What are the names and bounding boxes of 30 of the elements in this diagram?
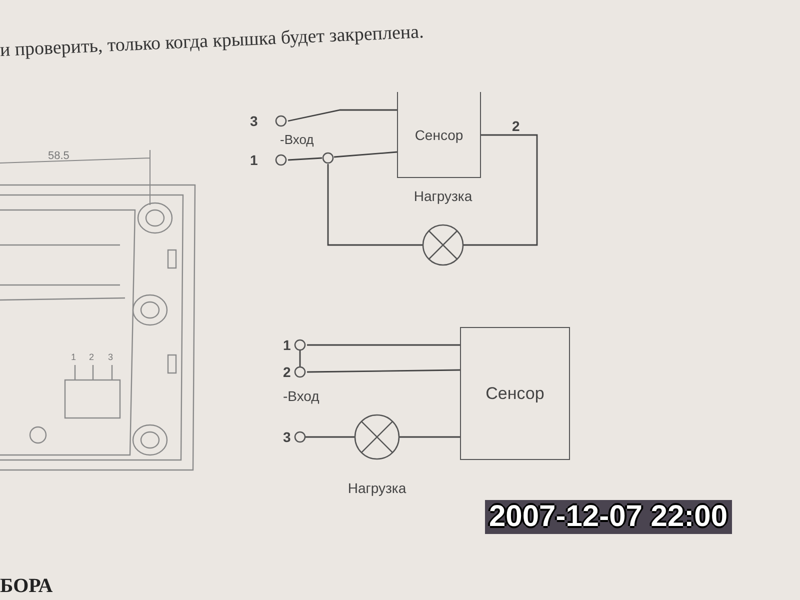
wire (299, 350, 301, 367)
date-stamp: 2007-12-07 22:00 (485, 500, 732, 534)
terminal-caption: -Вход (283, 388, 320, 404)
page-heading: БОРА (0, 575, 53, 598)
terminal: 1 (283, 336, 307, 354)
wire (399, 436, 460, 438)
terminal-number: 3 (108, 352, 114, 362)
terminal-caption: -Вход (280, 132, 314, 147)
terminal: 3 (283, 428, 307, 446)
wire (307, 369, 460, 373)
load-lamp: Нагрузка (403, 188, 483, 266)
wire (305, 436, 355, 438)
terminal: 1 (250, 151, 288, 169)
dimension-value: 58.5 (48, 150, 70, 162)
sensor-box: Сенсор (460, 327, 570, 460)
wire (288, 157, 322, 161)
junction-terminal (322, 152, 334, 164)
wire (327, 164, 423, 246)
terminal: 2 (283, 363, 307, 381)
sensor-box: Сенсор (397, 92, 481, 178)
wire-number: 2 (510, 118, 522, 134)
wire (334, 151, 398, 158)
wire (463, 134, 538, 246)
wire (307, 344, 460, 346)
terminal-number: 1 (71, 352, 76, 362)
terminal: 3 (250, 112, 288, 130)
load-lamp: Нагрузка (334, 414, 420, 496)
page-text: и проверить, только когда крышка будет закреплена. (0, 22, 424, 62)
terminal-number: 2 (89, 352, 94, 362)
wire (288, 109, 397, 122)
